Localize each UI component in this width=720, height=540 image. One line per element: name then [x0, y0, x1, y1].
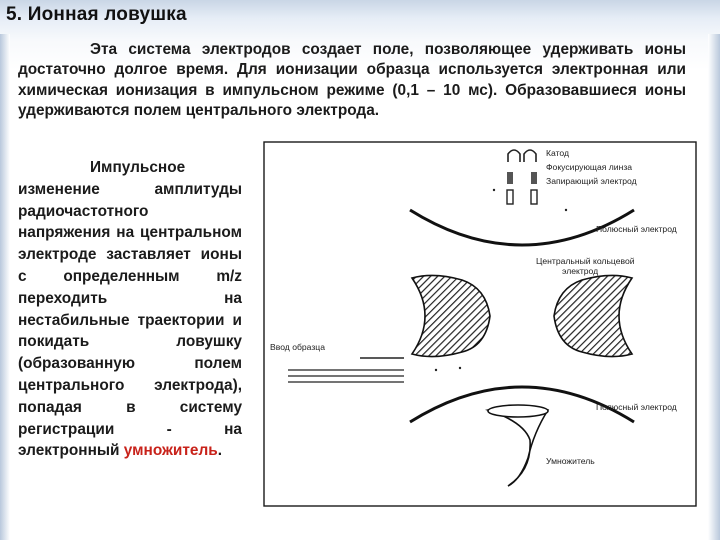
focusing-lens-right — [531, 172, 537, 184]
label-ring-electrode-2: электрод — [562, 266, 598, 276]
cathode-icon — [507, 149, 521, 162]
bottom-end-cap-electrode — [409, 385, 635, 424]
ring-electrode-left — [410, 274, 491, 358]
gate-electrode-left — [506, 189, 514, 205]
cathode-icon-2 — [523, 149, 537, 162]
focusing-lens-left — [507, 172, 513, 184]
label-gate-electrode: Запирающий электрод — [546, 176, 637, 186]
multiplier-opening — [487, 404, 549, 418]
ring-electrode-right — [553, 274, 634, 358]
label-end-cap-top: Полюсный электрод — [596, 224, 677, 234]
label-sample-inlet: Ввод образца — [270, 342, 325, 352]
multiplier-horn-icon — [485, 405, 550, 487]
label-focusing-lens: Фокусирующая линза — [546, 162, 632, 172]
multiplier-highlight: умножитель — [123, 442, 218, 460]
detail-paragraph: Импульсное изменение амплитуды радиочаст… — [18, 157, 242, 462]
label-multiplier: Умножитель — [546, 456, 595, 466]
intro-paragraph: Эта система электродов создает поле, поз… — [18, 41, 686, 120]
right-frame-shadow — [708, 34, 720, 540]
label-ring-electrode-1: Центральный кольцевой — [536, 256, 635, 266]
label-cathode: Катод — [546, 148, 569, 158]
gate-electrode-right — [530, 189, 538, 205]
left-frame-shadow — [0, 34, 10, 540]
ion-trap-diagram: Катод Фокусирующая линза Запирающий элек… — [262, 140, 698, 510]
ion-trap-svg: Катод Фокусирующая линза Запирающий элек… — [263, 141, 697, 507]
detail-paragraph-end: . — [217, 442, 223, 460]
diagram-frame — [263, 141, 697, 507]
detail-paragraph-text: Импульсное изменение амплитуды радиочаст… — [18, 159, 242, 460]
slide-title: 5. Ионная ловушка — [6, 4, 187, 25]
top-end-cap-electrode — [409, 208, 635, 247]
label-end-cap-bottom: Полюсный электрод — [596, 402, 677, 412]
